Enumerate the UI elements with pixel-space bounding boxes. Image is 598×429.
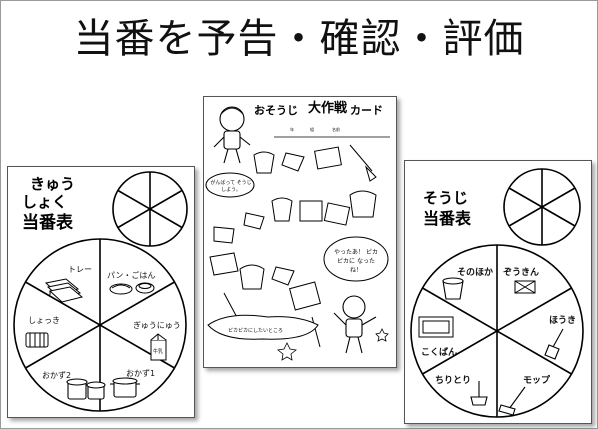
label-sonohoka: そのほか [457,268,494,278]
girl-character-icon [333,295,377,354]
lunch-duty-chart-graphic [13,171,188,412]
mop-icon [498,386,526,416]
form-label-name: 名前 [332,127,340,132]
page-title: 当番を予告・確認・評価 [73,16,525,62]
label-kokuban: こくばん [421,348,458,358]
lunch-heading-line2: しょく [22,193,68,211]
pot-icon-1 [110,377,140,398]
dishes-icon [25,332,49,348]
cleaning-tools-path [209,144,377,348]
label-zoukin: ぞうきん [503,268,540,278]
label-mop: モップ [523,376,551,386]
pot-icon-2 [66,378,106,400]
label-okazu1: おかず1 [126,369,156,378]
small-wheel [112,171,188,247]
cleaning-duty-chart-graphic [410,168,584,418]
broom-icon [544,328,564,360]
lunch-duty-chart-card: きゅう しょく 当番表 トレー パン・ごはん ぎゅうにゅう おかず1 おかず2 … [7,166,195,418]
label-tray: トレー [68,265,92,274]
cleaning-strategy-card: おそうじ 大作戦 カード 年 組 名前 がんばって そうじしよう。 やったあ！ … [203,96,397,368]
label-okazu2: おかず2 [42,371,72,380]
cleaning-duty-chart-card: そうじ 当番表 ぞうきん ほうき モップ ちりとり こくばん そのほか [404,160,592,424]
boy-character-icon [213,106,251,164]
milk-carton-text: 牛乳 [153,349,164,355]
cleaning-card-graphic [205,106,390,361]
big-wheel [13,238,187,412]
cleaning-heading-c: カード [350,104,383,117]
speech-bubbles [205,172,389,340]
star-icons [277,328,389,361]
cleaning-heading-a: おそうじ [254,104,298,117]
dustpan-icon [470,381,488,406]
bubble-text-2: やったあ！ ピカピカに なったね！ [334,249,378,274]
blackboard-icon [418,316,454,338]
lunch-heading-line1: きゅう [30,175,76,193]
bucket-icon [442,277,464,300]
bubble-text-1: がんばって そうじしよう。 [210,180,252,193]
milk-carton-icon [150,333,167,361]
small-wheel-right [503,168,581,246]
cleaning-duty-heading-line2: 当番表 [423,209,472,228]
cleaning-heading-b: 大作戦 [308,101,348,116]
bread-and-rice-icon [109,282,155,295]
form-label-class: 組 [310,127,314,132]
form-label-year: 年 [290,127,294,132]
tray-icon [44,278,84,303]
rag-icon [514,280,536,294]
bubble-text-3: ピカピカにしたいところ [228,328,284,334]
label-chiritori: ちりとり [435,376,472,386]
lunch-heading-line3: 当番表 [22,213,73,233]
cleaning-duty-heading-line1: そうじ [423,189,469,207]
label-milk: ぎゅうにゅう [133,321,181,330]
label-bread-rice: パン・ごはん [107,271,156,280]
big-wheel-right [410,244,584,418]
label-houki: ほうき [549,316,577,326]
label-dishes: しょっき [28,316,60,325]
